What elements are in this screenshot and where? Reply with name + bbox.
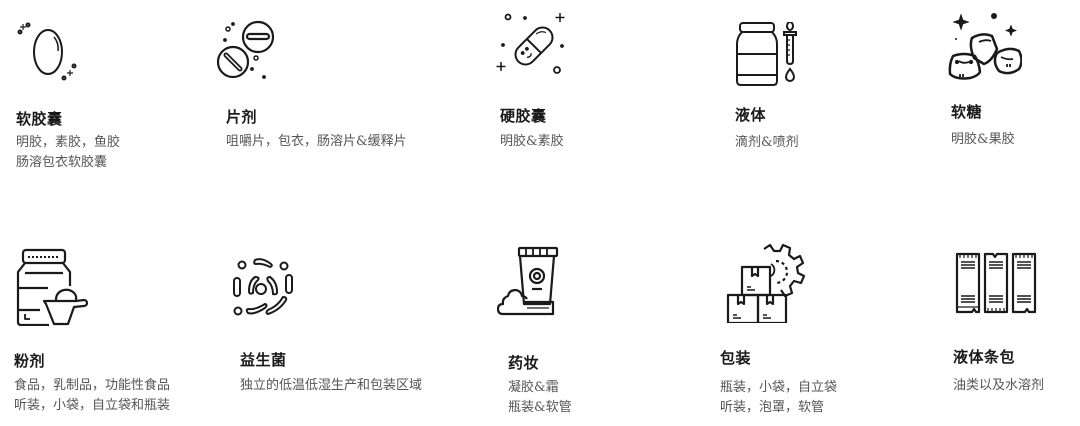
product-title: 包装 bbox=[720, 349, 752, 367]
liquid-dropper-icon bbox=[735, 22, 801, 90]
product-description: 咀嚼片，包衣，肠溶片&缓释片 bbox=[226, 134, 407, 149]
product-title: 粉剂 bbox=[14, 352, 46, 370]
product-description: 独立的低温低湿生产和包装区域 bbox=[240, 378, 423, 393]
product-title: 硬胶囊 bbox=[500, 107, 547, 125]
product-title: 液体 bbox=[735, 106, 767, 124]
product-description: 食品，乳制品，功能性食品 听装，小袋，自立袋和瓶装 bbox=[14, 378, 171, 413]
product-description: 瓶装，小袋，自立袋 听装，泡罩，软管 bbox=[720, 380, 838, 415]
product-title: 片剂 bbox=[226, 108, 258, 126]
product-description: 明胶，素胶，鱼胶 肠溶包衣软胶囊 bbox=[16, 135, 121, 170]
hard-capsule-icon bbox=[494, 10, 574, 78]
product-title: 药妆 bbox=[508, 354, 540, 372]
product-title: 软胶囊 bbox=[16, 110, 63, 128]
product-description: 明胶&果胶 bbox=[951, 132, 1015, 147]
cosmetic-tube-icon bbox=[497, 246, 559, 320]
product-title: 软糖 bbox=[951, 103, 983, 121]
product-description: 滴剂&喷剂 bbox=[735, 135, 799, 150]
powder-jar-icon bbox=[16, 246, 88, 326]
product-description: 明胶&素胶 bbox=[500, 134, 564, 149]
product-description: 凝胶&霜 瓶装&软管 bbox=[508, 380, 572, 415]
softgel-icon bbox=[16, 20, 78, 82]
stick-pack-icon bbox=[955, 252, 1037, 314]
gummy-icon bbox=[944, 10, 1022, 86]
probiotic-icon bbox=[231, 256, 295, 320]
product-description: 油类以及水溶剂 bbox=[953, 378, 1045, 393]
tablet-icon bbox=[216, 20, 278, 82]
product-title: 益生菌 bbox=[240, 351, 287, 369]
product-title: 液体条包 bbox=[953, 348, 1016, 366]
packaging-boxes-icon bbox=[726, 243, 808, 323]
